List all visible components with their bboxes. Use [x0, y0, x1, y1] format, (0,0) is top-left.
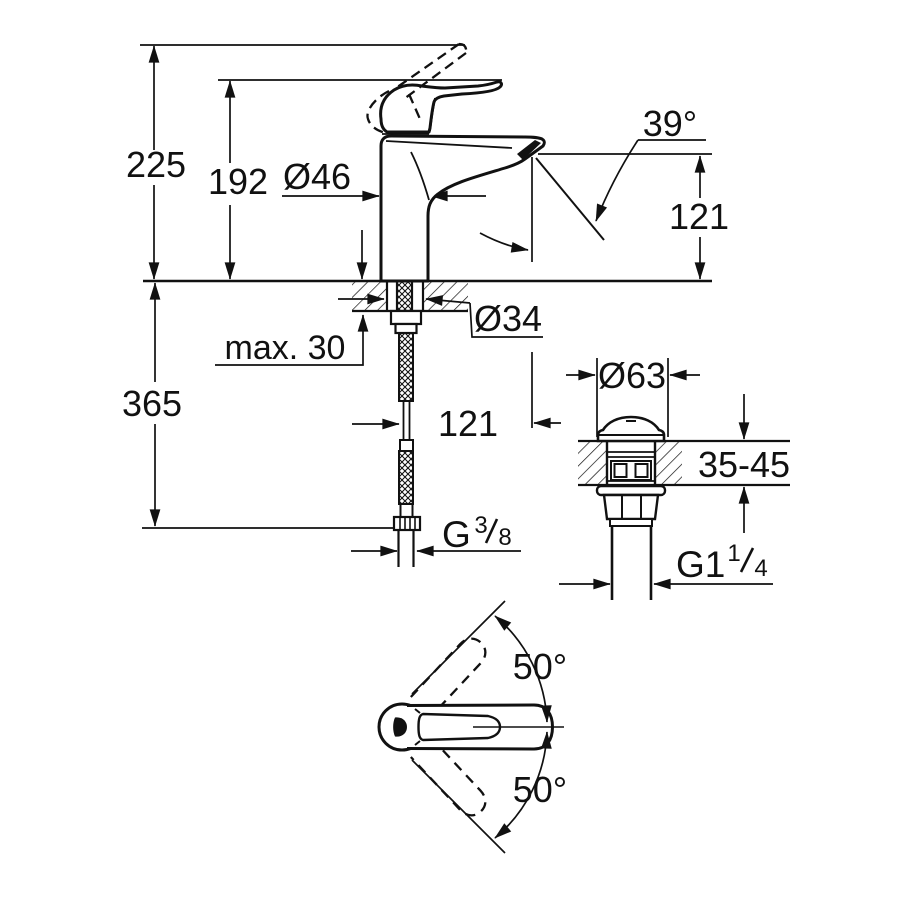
dim-hose-drop: 365 [122, 383, 182, 424]
dim-spout-angle: 39° [643, 103, 697, 144]
label-waste-thread-denominator: 4 [754, 555, 767, 582]
dimension-labels: 225 192 Ø46 39° 121 max. 30 Ø34 365 121 … [122, 103, 790, 810]
label-waste-thread-numerator: 1 [727, 540, 740, 567]
dim-spout-projection: 121 [438, 403, 498, 444]
handle-top-view [377, 600, 564, 854]
dimension-lines [148, 45, 773, 590]
waste-detail [578, 415, 790, 600]
dim-max-deck-thickness: max. 30 [225, 329, 346, 367]
dim-height-to-lever: 192 [208, 161, 268, 202]
label-supply-thread-numerator: 3 [474, 512, 487, 539]
faucet-body [379, 134, 546, 283]
handle-pivot-mark [393, 717, 407, 737]
dim-spout-tip-height: 121 [669, 196, 729, 237]
dim-waste-deck-range: 35-45 [698, 444, 790, 485]
lever-handle [379, 80, 503, 134]
dim-handle-swing-up: 50° [513, 646, 567, 687]
lever-raised-position [366, 42, 468, 135]
aerator [517, 140, 541, 160]
dim-waste-cap-diameter: Ø63 [598, 355, 666, 396]
label-supply-thread-prefix: G [442, 514, 471, 555]
dim-total-height: 225 [126, 144, 186, 185]
reference-lines [140, 44, 712, 529]
dim-shank-diameter: Ø34 [474, 298, 542, 339]
dim-handle-swing-down: 50° [513, 769, 567, 810]
dim-body-diameter: Ø46 [283, 156, 351, 197]
label-waste-thread-prefix: G1 [676, 544, 725, 585]
supply-hose-assembly [385, 281, 425, 567]
label-supply-thread-denominator: 8 [498, 524, 511, 551]
faucet-side-view [366, 42, 546, 283]
deck-section [143, 279, 712, 313]
